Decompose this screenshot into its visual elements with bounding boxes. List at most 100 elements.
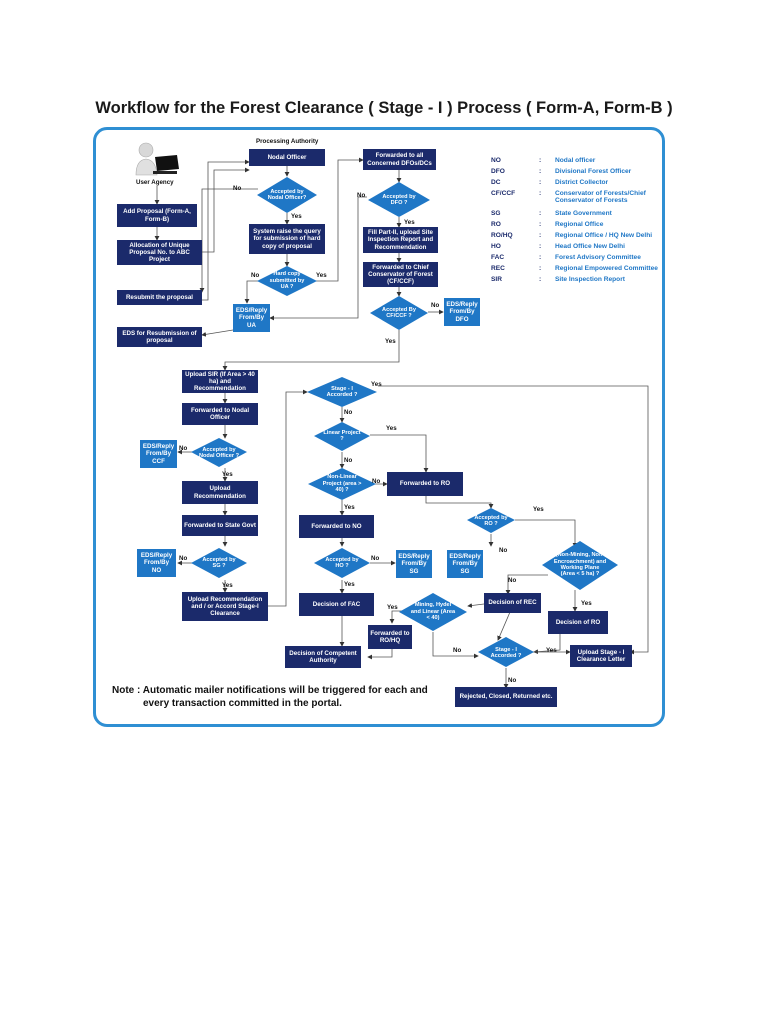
- no-label: No: [251, 272, 260, 279]
- forwarded-ro-box: Forwarded to RO: [387, 472, 463, 496]
- no-label: No: [508, 577, 517, 584]
- yes-label: Yes: [344, 581, 355, 588]
- legend-abbr: HO: [491, 243, 501, 250]
- legend-row: RO:Regional Office: [491, 221, 691, 231]
- fill-part2-box: Fill Part-II, upload Site Inspection Rep…: [363, 227, 438, 253]
- upload-clearance-letter-box: Upload Stage - I Clearance Letter: [570, 645, 632, 667]
- yes-label: Yes: [344, 504, 355, 511]
- legend-row: DFO: Divisional Forest Officer: [491, 168, 691, 178]
- legend-expansion: District Collector: [555, 179, 609, 186]
- legend-row: DC: District Collector: [491, 179, 691, 189]
- eds-resubmission-box: EDS for Resubmission of proposal: [117, 327, 202, 347]
- yes-label: Yes: [387, 604, 398, 611]
- legend-expansion: Divisional Forest Officer: [555, 168, 632, 175]
- legend-row: REC:Regional Empowered Committee: [491, 265, 691, 275]
- decision-fac-box: Decision of FAC: [299, 593, 374, 616]
- legend-abbr: CF/CCF: [491, 190, 516, 197]
- page-title: Workflow for the Forest Clearance ( Stag…: [95, 99, 673, 117]
- yes-label: Yes: [546, 647, 557, 654]
- no-label: No: [179, 445, 188, 452]
- add-proposal-box: Add Proposal (Form-A, Form-B): [117, 204, 197, 227]
- decision-nonlinear: Non-Linear Project (area > 40) ?: [322, 474, 362, 494]
- no-label: No: [508, 677, 517, 684]
- processing-authority-label: Processing Authority: [256, 138, 319, 145]
- eds-dfo-box: EDS/Reply From/By DFO: [444, 298, 480, 326]
- legend-row: CF/CCF:Conservator of Forests/Chief Cons…: [491, 190, 691, 210]
- decision-accepted-ccf: Accepted By CF/CCF ?: [382, 306, 416, 319]
- no-label: No: [371, 555, 380, 562]
- legend-row: NO:Nodal officer: [491, 157, 691, 167]
- decision-competent-authority-box: Decision of Competent Authority: [285, 646, 361, 668]
- legend-row: FAC: Forest Advisory Committee: [491, 254, 691, 264]
- yes-label: Yes: [404, 219, 415, 226]
- yes-label: Yes: [371, 381, 382, 388]
- system-raise-box: System raise the query for submission of…: [249, 224, 325, 254]
- yes-label: Yes: [533, 506, 544, 513]
- legend-colon: :: [539, 179, 542, 186]
- diagram-frame: [93, 127, 665, 727]
- legend-row: HO: Head Office New Delhi: [491, 243, 691, 253]
- legend-colon: :: [539, 210, 542, 217]
- note-line-2: every transaction committed in the porta…: [143, 698, 342, 709]
- yes-label: Yes: [316, 272, 327, 279]
- forwarded-state-box: Forwarded to State Govt: [182, 515, 258, 536]
- legend-expansion: Site Inspection Report: [555, 276, 625, 283]
- legend-abbr: NO: [491, 157, 501, 164]
- legend-colon: :: [539, 190, 542, 197]
- yes-label: Yes: [222, 471, 233, 478]
- legend-abbr: FAC: [491, 254, 505, 261]
- legend-abbr: SG: [491, 210, 501, 217]
- no-label: No: [179, 555, 188, 562]
- upload-accord-box: Upload Recommendation and / or Accord St…: [182, 592, 268, 621]
- legend-colon: :: [539, 265, 542, 272]
- eds-ccf-box: EDS/Reply From/By CCF: [140, 440, 177, 468]
- legend-expansion: Regional Office / HQ New Delhi: [555, 232, 653, 239]
- legend-colon: :: [539, 157, 542, 164]
- legend-abbr: RO/HQ: [491, 232, 513, 239]
- legend-abbr: RO: [491, 221, 501, 228]
- eds-ua-box: EDS/Reply From/By UA: [233, 304, 270, 332]
- no-label: No: [233, 185, 242, 192]
- legend-colon: :: [539, 232, 542, 239]
- legend-colon: :: [539, 276, 542, 283]
- legend-abbr: REC: [491, 265, 505, 272]
- legend-expansion: Head Office New Delhi: [555, 243, 625, 250]
- no-label: No: [344, 409, 353, 416]
- decision-stage1-accorded-2: Stage - I Accorded ?: [490, 646, 522, 659]
- legend-colon: :: [539, 168, 542, 175]
- decision-accepted-nodal-2: Accepted by Nodal Officer ?: [198, 446, 240, 459]
- forwarded-roho-box: Forwarded to RO/HQ: [368, 625, 412, 649]
- yes-label: Yes: [385, 338, 396, 345]
- decision-accepted-sg: Accepted by SG ?: [202, 556, 236, 569]
- resubmit-box: Resubmit the proposal: [117, 290, 202, 305]
- allocation-box: Allocation of Unique Proposal No. to ABC…: [117, 240, 202, 265]
- decision-mining: Mining, Hydel and Linear (Area < 40): [410, 602, 456, 622]
- legend-abbr: DC: [491, 179, 501, 186]
- decision-nonmining: (Non-Mining, Non-Encroachment) and Worki…: [553, 552, 607, 578]
- legend-row: SG:State Government: [491, 210, 691, 220]
- legend-colon: :: [539, 243, 542, 250]
- legend-colon: :: [539, 254, 542, 261]
- eds-sg-box-2: EDS/Reply From/By SG: [447, 550, 483, 578]
- decision-accepted-nodal: Accepted by Nodal Officer?: [267, 188, 307, 201]
- legend-abbr: SIR: [491, 276, 502, 283]
- decision-hard-copy: Hard copy submitted by UA ?: [269, 271, 305, 291]
- decision-linear: Linear Project ?: [323, 429, 361, 442]
- forwarded-ccf-box: Forwarded to Chief Conservator of Forest…: [363, 262, 438, 287]
- legend-expansion: Regional Office: [555, 221, 604, 228]
- eds-sg-box-1: EDS/Reply From/By SG: [396, 550, 432, 578]
- forwarded-dfos-box: Forwarded to all Concerned DFOs/DCs: [363, 149, 436, 170]
- decision-diamond: [257, 177, 317, 213]
- nodal-officer-box: Nodal Officer: [249, 149, 325, 166]
- upload-recommendation-box: Upload Recommendation: [182, 481, 258, 504]
- decision-rec-box: Decision of REC: [484, 593, 541, 613]
- decision-stage1-accorded: Stage - I Accorded ?: [326, 385, 358, 398]
- forwarded-nodal-box: Forwarded to Nodal Officer: [182, 403, 258, 425]
- user-agency-icon: [135, 142, 179, 176]
- yes-label: Yes: [291, 213, 302, 220]
- forwarded-no-box: Forwarded to NO: [299, 515, 374, 538]
- legend-expansion: Forest Advisory Committee: [555, 254, 641, 261]
- rejected-box: Rejected, Closed, Returned etc.: [455, 687, 557, 707]
- legend-abbr: DFO: [491, 168, 505, 175]
